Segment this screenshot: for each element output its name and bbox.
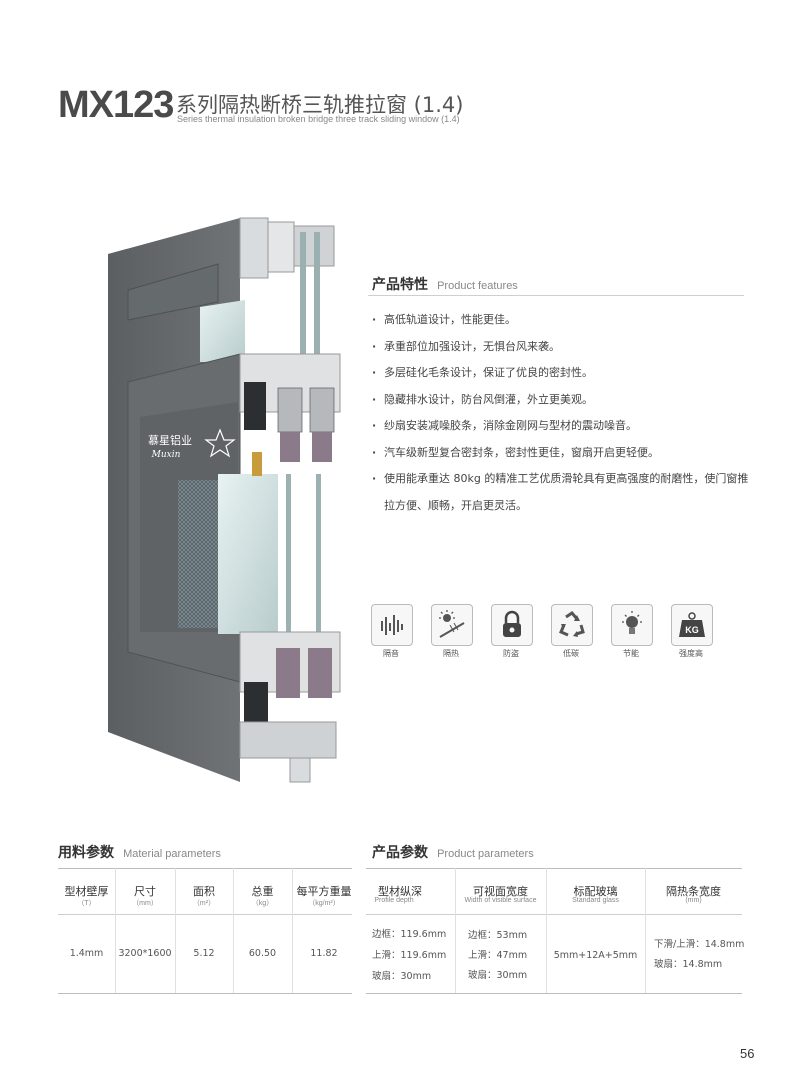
material-header-weight-unit: （kg） [251,900,274,907]
features-divider [368,295,744,296]
material-header-weight: 总重 [251,885,274,898]
col-divider [292,868,293,993]
brand-logo-cn: 慕星铝业 [148,433,192,447]
width-sash: 玻扇：30mm [468,970,528,981]
params-table-top-rule [366,868,742,869]
low-carbon-label: 低碳 [563,649,579,658]
page-subtitle: Series thermal insulation broken bridge … [177,114,460,124]
material-table-bottom-rule [58,993,352,994]
model-number: MX123 [58,84,174,126]
soundproof-icon [371,604,413,646]
material-table-header-rule [58,914,352,915]
col-divider [233,868,234,993]
energy-saving-label: 节能 [623,649,639,658]
brand-logo-en: Muxin [151,450,181,460]
depth-frame: 边框：119.6mm [372,929,447,940]
feature-item: 多层硅化毛条设计，保证了优良的密封性。 [372,360,752,387]
features-list: 高低轨道设计，性能更佳。 承重部位加强设计，无惧台风来袭。 多层硅化毛条设计，保… [372,307,752,519]
feature-item: 高低轨道设计，性能更佳。 [372,307,752,334]
width-frame: 边框：53mm [468,930,528,941]
features-title-cn: 产品特性 [372,277,428,293]
depth-sash: 玻扇：30mm [372,971,432,982]
features-heading: 产品特性 Product features [372,274,518,294]
anti-theft-label: 防盗 [503,649,519,658]
col-divider [175,868,176,993]
feature-item: 使用能承重达 80kg 的精准工艺优质滑轮具有更高强度的耐磨性，使门窗推拉方便、… [372,466,752,519]
low-carbon-icon [551,604,593,646]
material-cell-weight-per-m2: 11.82 [310,948,338,959]
material-header-size-unit: （mm） [132,900,158,907]
params-header-strip-width-unit: (mm) [685,897,702,904]
col-divider [546,868,547,993]
material-header-area: 面积 [193,885,215,898]
strip-sash: 玻扇：14.8mm [654,959,723,970]
heat-insulation-icon [431,604,473,646]
params-strip-width-values: 下滑/上滑：14.8mm 玻扇：14.8mm [654,935,744,975]
soundproof-label: 隔音 [383,649,399,658]
material-header-thickness: 型材壁厚 [64,885,109,898]
params-depth-values: 边框：119.6mm 上滑：119.6mm 玻扇：30mm [372,924,446,987]
material-cell-area: 5.12 [193,948,215,959]
strip-slide: 下滑/上滑：14.8mm [654,939,745,950]
params-header-strip-width: 隔热条宽度 [666,885,721,898]
heat-insulation-label: 隔热 [443,649,459,658]
feature-item: 汽车级新型复合密封条，密封性更佳，窗扇开启更轻便。 [372,440,752,467]
material-cell-size: 3200*1600 [118,948,172,959]
page-number: 56 [740,1046,755,1061]
material-table-top-rule [58,868,352,869]
product-params-title-en: Product parameters [437,848,534,860]
product-params-title-cn: 产品参数 [372,845,428,861]
params-header-visible-width: 可视面宽度 [473,885,528,898]
material-cell-thickness: 1.4mm [69,948,104,959]
params-glass-value: 5mm+12A+5mm [553,950,638,961]
material-header-area-unit: （m²） [192,900,216,907]
material-heading: 用料参数 Material parameters [58,842,221,862]
col-divider [455,868,456,993]
col-divider [645,868,646,993]
product-params-heading: 产品参数 Product parameters [372,842,534,862]
params-header-visible-width-en: Width of visible surface [464,897,537,904]
params-visible-width-values: 边框：53mm 上滑：47mm 玻扇：30mm [468,926,527,986]
features-title-en: Product features [437,280,518,292]
high-strength-icon: KG [671,604,713,646]
window-profile-image: 慕星铝业 Muxin [108,217,341,783]
high-strength-label: 强度高 [679,649,703,658]
params-header-glass-en: Standard glass [572,897,619,904]
params-table-header-rule [366,914,742,915]
width-top-slide: 上滑：47mm [468,950,528,961]
params-table-bottom-rule [366,993,742,994]
material-title-en: Material parameters [123,848,221,860]
params-header-depth: 型材纵深 [378,885,422,898]
kg-glyph: KG [685,625,699,635]
depth-top-slide: 上滑：119.6mm [372,950,447,961]
anti-theft-icon [491,604,533,646]
params-header-glass: 标配玻璃 [573,885,618,898]
feature-item: 承重部位加强设计，无惧台风来袭。 [372,334,752,361]
energy-saving-icon [611,604,653,646]
material-title-cn: 用料参数 [58,845,114,861]
material-cell-weight: 60.50 [248,948,277,959]
feature-item: 隐藏排水设计，防台风倒灌，外立更美观。 [372,387,752,414]
material-header-weight-per-m2: 每平方重量 [296,885,352,898]
col-divider [115,868,116,993]
material-header-size: 尺寸 [134,885,156,898]
material-header-thickness-unit: （T） [77,900,96,907]
page-title: 系列隔热断桥三轨推拉窗 (1.4) [176,93,464,117]
feature-item: 纱扇安装减噪胶条，消除金刚网与型材的震动噪音。 [372,413,752,440]
params-header-depth-en: Profile depth [374,897,414,904]
brand-star-icon [204,428,236,458]
material-header-weight-per-m2-unit: （kg/m²） [308,900,340,907]
